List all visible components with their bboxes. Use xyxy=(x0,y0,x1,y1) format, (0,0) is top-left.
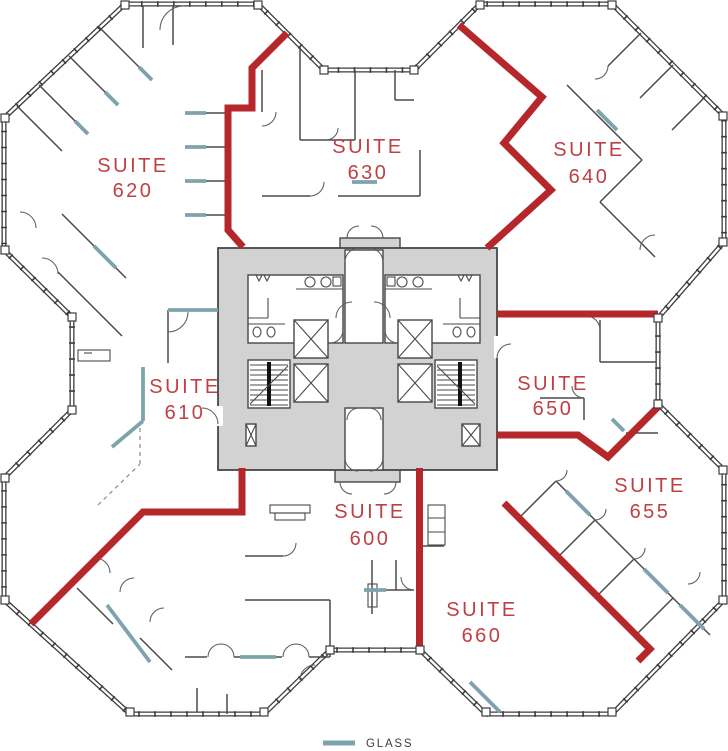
suite-620-label: SUITE xyxy=(97,155,168,177)
suite-640-partitions xyxy=(566,32,706,258)
suite-610-number: 610 xyxy=(165,402,206,424)
suite-650-label: SUITE xyxy=(517,373,588,395)
suite-610-label: SUITE xyxy=(149,376,220,398)
legend-glass-label: GLASS xyxy=(366,738,413,750)
suite-600-number: 600 xyxy=(350,528,391,550)
stair-west xyxy=(247,359,291,409)
column-boxes xyxy=(0,0,728,717)
suite-630-partitions xyxy=(261,46,421,197)
stair-east xyxy=(434,359,478,409)
glass-walls xyxy=(73,65,706,714)
suite-630-number: 630 xyxy=(348,162,389,184)
suite-labels: SUITE 620 SUITE 630 SUITE 640 SUITE 610 … xyxy=(97,136,685,647)
building-core xyxy=(201,225,512,495)
core-south-corridor xyxy=(344,407,384,471)
suite-655-number: 655 xyxy=(630,501,671,523)
suite-640-number: 640 xyxy=(569,166,610,188)
suite-600-partitions xyxy=(185,504,378,658)
suite-660-number: 660 xyxy=(462,625,503,647)
suite-650-number: 650 xyxy=(533,398,574,420)
core-north-corridor xyxy=(344,249,384,344)
suite-660-partitions xyxy=(364,504,446,591)
elevators xyxy=(245,319,481,447)
core-door-arcs xyxy=(201,225,512,495)
legend: GLASS xyxy=(323,738,413,750)
suite-600-label: SUITE xyxy=(334,501,405,523)
suite-630-label: SUITE xyxy=(332,136,403,158)
suite-640-label: SUITE xyxy=(553,139,624,161)
demising-walls xyxy=(28,22,661,664)
suite-655-label: SUITE xyxy=(614,475,685,497)
suite-620-number: 620 xyxy=(113,180,154,202)
southwest-partitions xyxy=(76,587,228,714)
suite-660-label: SUITE xyxy=(446,599,517,621)
suite-610-partitions xyxy=(97,425,141,506)
suite-620-partitions xyxy=(16,6,228,363)
